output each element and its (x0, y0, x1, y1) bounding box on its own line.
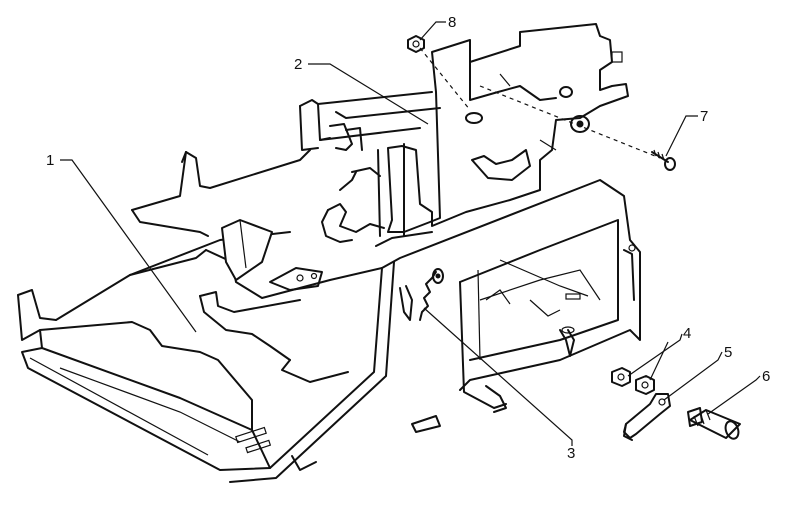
upper-bracket-assembly (299, 23, 629, 247)
link-lever (623, 393, 671, 441)
screw-small (651, 149, 676, 171)
callout-5: 5 (724, 344, 732, 361)
chassis-frame (17, 149, 383, 471)
callout-leaders (60, 21, 761, 446)
chassis-side-box (229, 179, 641, 483)
callout-1: 1 (46, 152, 54, 169)
callout-7: 7 (700, 108, 708, 125)
callout-2: 2 (294, 56, 302, 73)
nut-pair (611, 367, 655, 395)
spring-part (419, 268, 444, 321)
callout-6: 6 (762, 368, 770, 385)
nut-small (407, 35, 425, 53)
callout-4: 4 (683, 325, 691, 342)
callout-8: 8 (448, 14, 456, 31)
callout-3: 3 (567, 445, 575, 462)
callout-labels: 1 2 3 4 5 6 7 8 (46, 14, 770, 462)
shoulder-screw (687, 407, 741, 440)
